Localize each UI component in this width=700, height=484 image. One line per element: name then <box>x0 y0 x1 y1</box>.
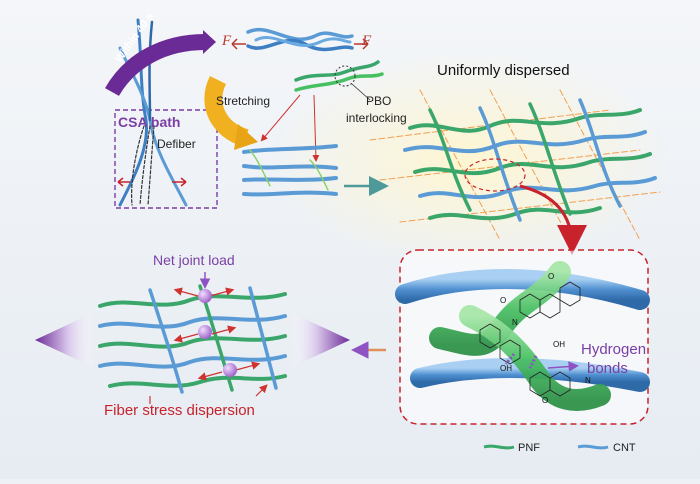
pbo-label: PBO <box>366 94 392 108</box>
legend-pnf-swatch <box>483 444 515 450</box>
pbo-highlight-circle <box>334 65 356 87</box>
force-arrow-left <box>231 38 246 50</box>
csa-bath-label: CSA bath <box>118 114 181 130</box>
atom-o-2: O <box>500 296 507 305</box>
csa-bath-box <box>114 109 218 209</box>
atom-n-1: N <box>512 318 518 327</box>
legend-cnt-swatch <box>577 444 609 450</box>
pull-arrow-right <box>290 312 350 368</box>
zoom-region-ellipse <box>464 158 526 192</box>
stretching-arrow-head <box>234 124 258 150</box>
stretching-label: Stretching <box>216 94 271 108</box>
hbond-arrow <box>547 361 579 372</box>
spread-arrow-right <box>172 177 187 187</box>
net-joint-load-label: Net joint load <box>153 252 235 268</box>
force-label-left: F <box>222 33 232 49</box>
atom-o-1: O <box>548 272 555 281</box>
loaded-network <box>98 284 287 394</box>
joint-ball-3 <box>223 363 237 377</box>
dispersed-network <box>369 89 661 241</box>
stretched-fibers <box>246 27 354 52</box>
pbo-arrow-1 <box>260 94 301 142</box>
zoom-arrow <box>519 184 587 255</box>
aligned-fibers <box>242 144 338 197</box>
force-arrow-right <box>354 38 369 50</box>
atom-n-2: N <box>585 376 591 385</box>
pull-arrow-left <box>35 312 95 368</box>
interlocking-label: interlocking <box>346 111 407 125</box>
joint-ball-1 <box>198 289 212 303</box>
defiber-label: Defiber <box>157 137 196 151</box>
pbo-leader-line <box>351 83 371 101</box>
legend-pnf-label: PNF <box>518 442 540 454</box>
fiber-stress-dispersion-label: Fiber stress dispersion <box>104 402 255 419</box>
cnt-tubes <box>395 269 650 392</box>
within-arrow-head <box>203 30 216 54</box>
stress-arrows <box>149 287 268 404</box>
within-arrow-body <box>105 34 206 97</box>
bonds-label: bonds <box>587 360 628 377</box>
uniformly-dispersed-label: Uniformly dispersed <box>437 62 570 79</box>
pbo-interlocking-fibers <box>294 60 384 92</box>
joint-ball-2 <box>198 325 212 339</box>
atom-oh-1: OH <box>500 364 512 373</box>
atom-oh-2: OH <box>553 340 565 349</box>
hydrogen-label: Hydrogen <box>581 341 647 358</box>
atom-o-3: O <box>542 396 549 405</box>
force-label-right: F <box>362 33 372 49</box>
molecular-skeleton <box>479 281 581 397</box>
spread-arrow-left <box>117 177 130 187</box>
legend-cnt-label: CNT <box>613 442 636 454</box>
